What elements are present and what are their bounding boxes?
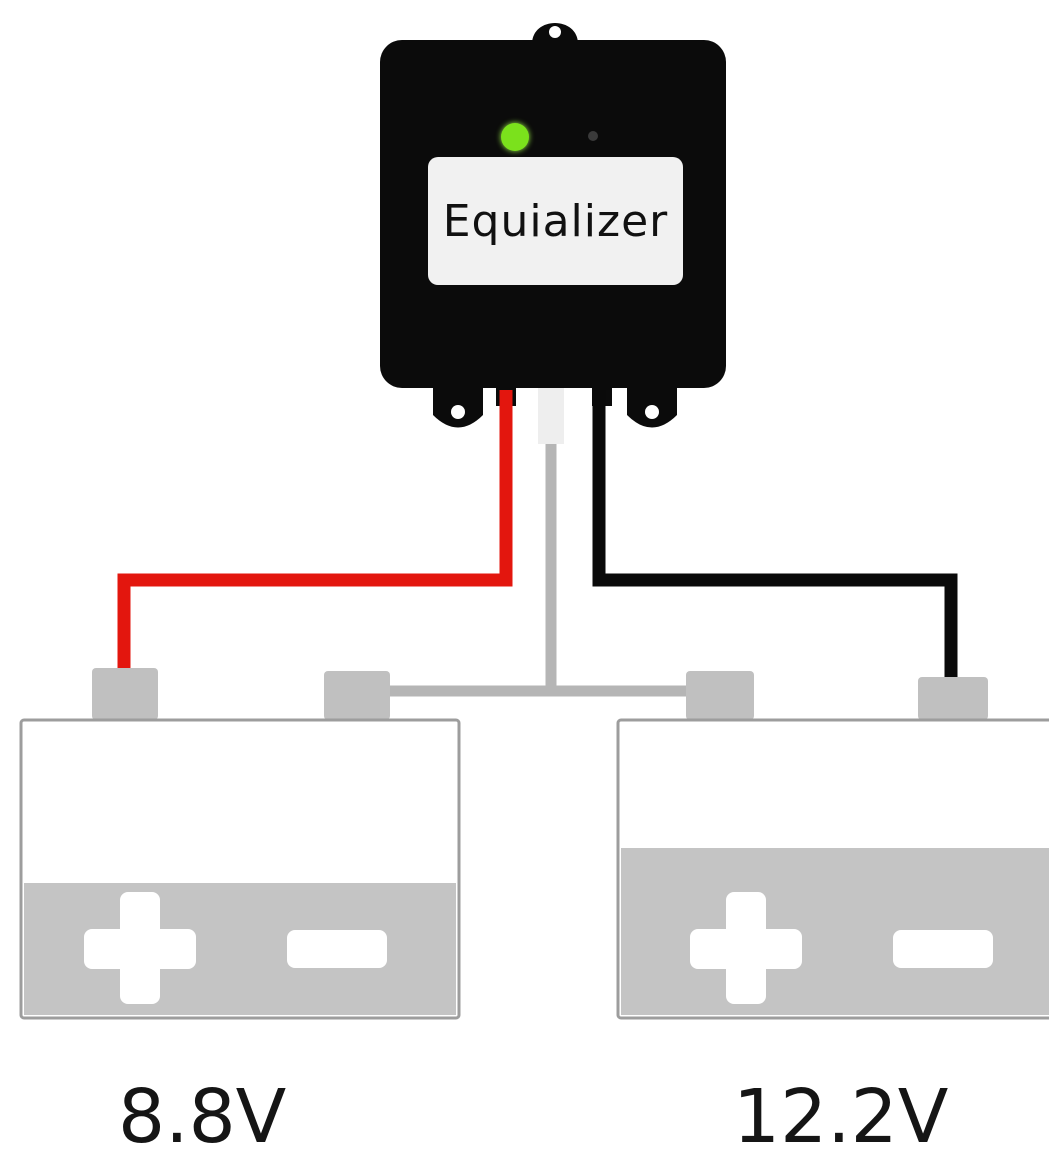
- indicator-led-icon: [588, 131, 598, 141]
- plus-icon: [84, 892, 196, 1004]
- battery-left: [19, 668, 461, 1020]
- device-mounting-ear-right: [627, 380, 677, 428]
- equalizer-device: Equializer: [380, 40, 726, 388]
- battery-right-positive-terminal: [686, 671, 754, 720]
- minus-icon: [287, 930, 387, 968]
- battery-left-voltage: 8.8V: [118, 1074, 287, 1160]
- device-mounting-ear-left: [433, 380, 483, 428]
- device-label: Equializer: [442, 195, 669, 247]
- minus-icon: [893, 930, 993, 968]
- battery-right-negative-terminal: [918, 677, 988, 720]
- plus-icon: [690, 892, 802, 1004]
- device-hanging-tab: [532, 23, 578, 44]
- positive-wire: [117, 386, 516, 672]
- middle-wire: [388, 386, 688, 697]
- device-label-plate: Equializer: [428, 157, 683, 285]
- battery-right-voltage: 12.2V: [733, 1074, 949, 1160]
- status-led-icon: [501, 123, 529, 151]
- battery-right: [616, 671, 1049, 1020]
- battery-left-negative-terminal: [324, 671, 390, 720]
- negative-wire: [592, 386, 958, 680]
- battery-left-positive-terminal: [92, 668, 158, 720]
